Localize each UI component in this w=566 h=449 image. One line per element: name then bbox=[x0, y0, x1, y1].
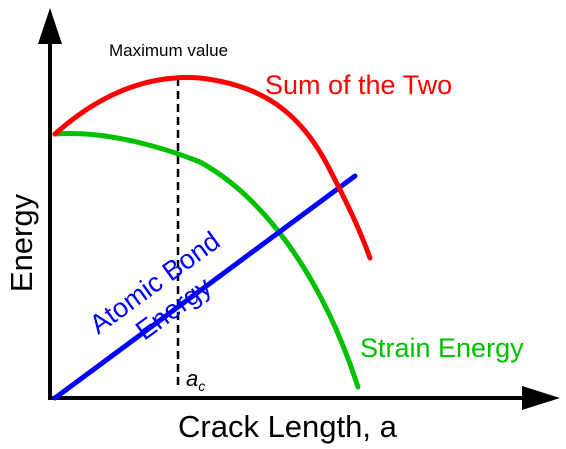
ac-label: ac bbox=[186, 366, 205, 394]
sum-series-label: Sum of the Two bbox=[265, 70, 452, 100]
max-value-label: Maximum value bbox=[109, 41, 228, 60]
atomic-bond-energy-line bbox=[52, 173, 358, 401]
y-axis-arrow bbox=[38, 8, 62, 44]
bond-series-label: Atomic Bond Energy bbox=[84, 226, 225, 346]
strain-series-label: Strain Energy bbox=[360, 333, 524, 363]
sum-curve bbox=[52, 75, 373, 261]
x-axis-arrow bbox=[522, 386, 560, 410]
ac-label-sub: c bbox=[198, 378, 205, 394]
axes bbox=[38, 8, 560, 410]
y-axis-label: Energy bbox=[4, 193, 39, 292]
x-axis-label: Crack Length, a bbox=[178, 409, 398, 444]
strain-energy-curve bbox=[52, 130, 361, 390]
ac-label-main: a bbox=[186, 366, 198, 391]
